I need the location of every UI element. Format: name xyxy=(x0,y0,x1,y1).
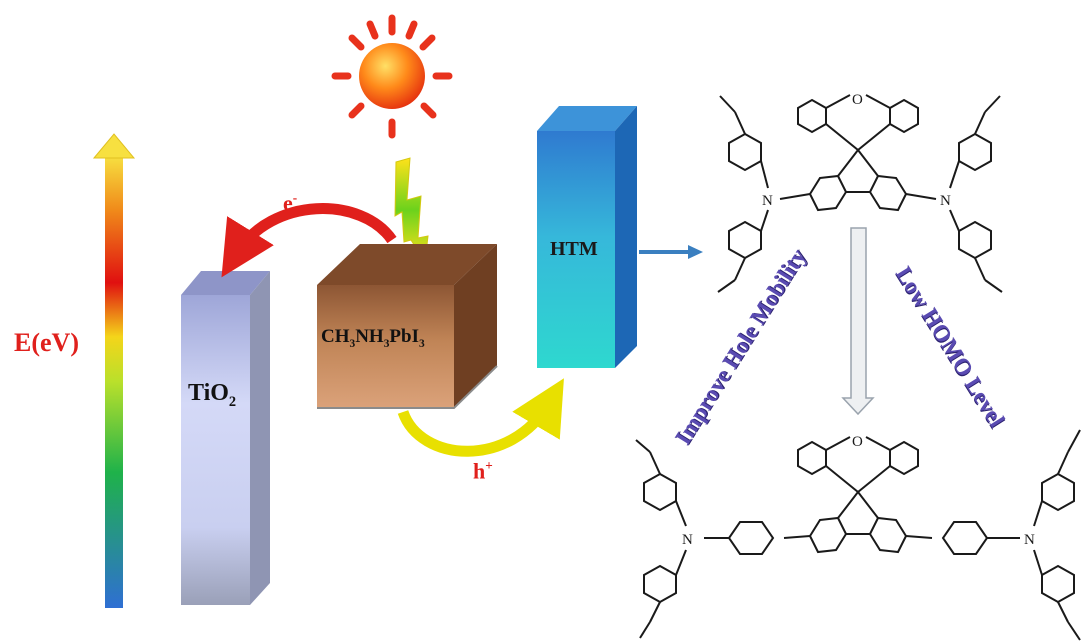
spiro-htm-molecule-top: O N N xyxy=(717,92,1003,293)
perov-sub-3: 3 xyxy=(418,337,425,350)
perovskite-cube xyxy=(317,244,498,409)
svg-text:N: N xyxy=(682,532,693,548)
sun-icon xyxy=(331,14,453,139)
tio2-block xyxy=(181,271,270,605)
spiro-htm-molecule-bottom: O N N xyxy=(635,429,1081,641)
perov-part-1: CH xyxy=(321,326,350,347)
tio2-base: TiO xyxy=(188,380,229,406)
energy-axis-label: E(eV) xyxy=(14,328,79,357)
electron-charge: - xyxy=(292,190,298,205)
hole-symbol: h xyxy=(473,458,486,484)
tio2-label: TiO2 xyxy=(188,380,236,411)
electron-transfer-arrow xyxy=(221,203,397,278)
htm-to-molecule-arrow xyxy=(639,245,703,259)
svg-text:N: N xyxy=(1024,532,1035,548)
svg-text:N: N xyxy=(940,193,951,209)
energy-axis-arrow xyxy=(92,133,136,608)
svg-text:N: N xyxy=(762,193,773,209)
electron-label: e- xyxy=(283,190,297,216)
perovskite-label: CH3NH3PbI3 xyxy=(321,326,425,350)
hole-label: h+ xyxy=(473,458,493,484)
htm-label: HTM xyxy=(550,238,598,260)
perov-sub-1: 3 xyxy=(349,337,356,350)
tio2-subscript: 2 xyxy=(228,393,237,410)
htm-block xyxy=(537,106,637,368)
svg-text:O: O xyxy=(852,92,863,108)
molecule-evolution-arrow xyxy=(841,227,875,416)
hole-charge: + xyxy=(485,458,493,473)
perov-sub-2: 3 xyxy=(383,337,390,350)
perov-part-3: PbI xyxy=(389,326,419,347)
electron-symbol: e xyxy=(283,190,293,216)
perov-part-2: NH xyxy=(355,326,384,347)
svg-text:O: O xyxy=(852,434,863,450)
hole-transfer-arrow xyxy=(397,378,564,457)
